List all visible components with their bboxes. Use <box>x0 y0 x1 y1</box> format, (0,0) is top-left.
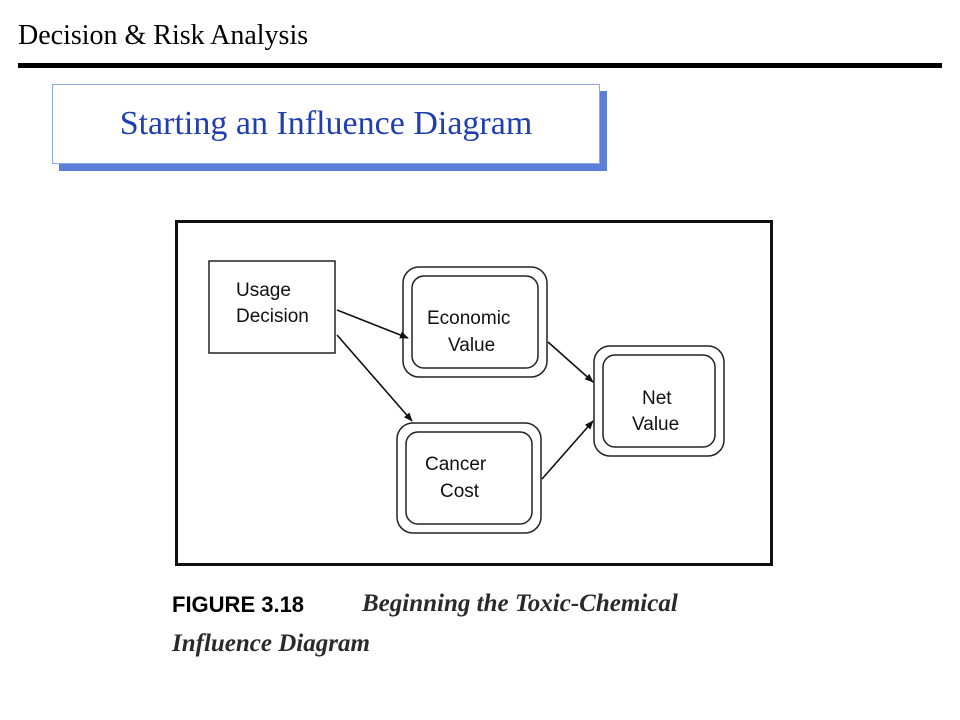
arrow-usage-to-cancer <box>336 334 413 422</box>
node-economic-value-line2: Value <box>448 335 495 356</box>
arrow-usage-to-economic <box>336 309 409 339</box>
node-net-value: Net Value <box>593 345 725 457</box>
figure-caption-line2: Influence Diagram <box>172 630 370 657</box>
arrow-cancer-to-net <box>541 420 594 480</box>
node-cancer-cost-line2: Cost <box>440 481 480 502</box>
node-economic-value: Economic Value <box>402 266 548 378</box>
node-net-value-line2: Value <box>632 414 679 435</box>
node-usage-decision-line1: Usage <box>236 280 291 301</box>
node-net-value-line1: Net <box>642 388 672 409</box>
figure-caption-line1: Beginning the Toxic-Chemical <box>362 590 678 617</box>
slide-title: Starting an Influence Diagram <box>119 105 533 142</box>
slide-title-box: Starting an Influence Diagram <box>52 84 600 164</box>
node-usage-decision-line2: Decision <box>236 306 309 327</box>
arrow-economic-to-net <box>547 341 594 383</box>
figure-caption-label: FIGURE 3.18 <box>172 592 305 617</box>
node-usage-decision: Usage Decision <box>208 260 336 354</box>
node-economic-value-line1: Economic <box>427 308 510 329</box>
node-cancer-cost: Cancer Cost <box>396 422 542 534</box>
node-cancer-cost-line1: Cancer <box>425 454 487 475</box>
course-title: Decision & Risk Analysis <box>18 20 309 51</box>
title-rule <box>18 63 942 68</box>
